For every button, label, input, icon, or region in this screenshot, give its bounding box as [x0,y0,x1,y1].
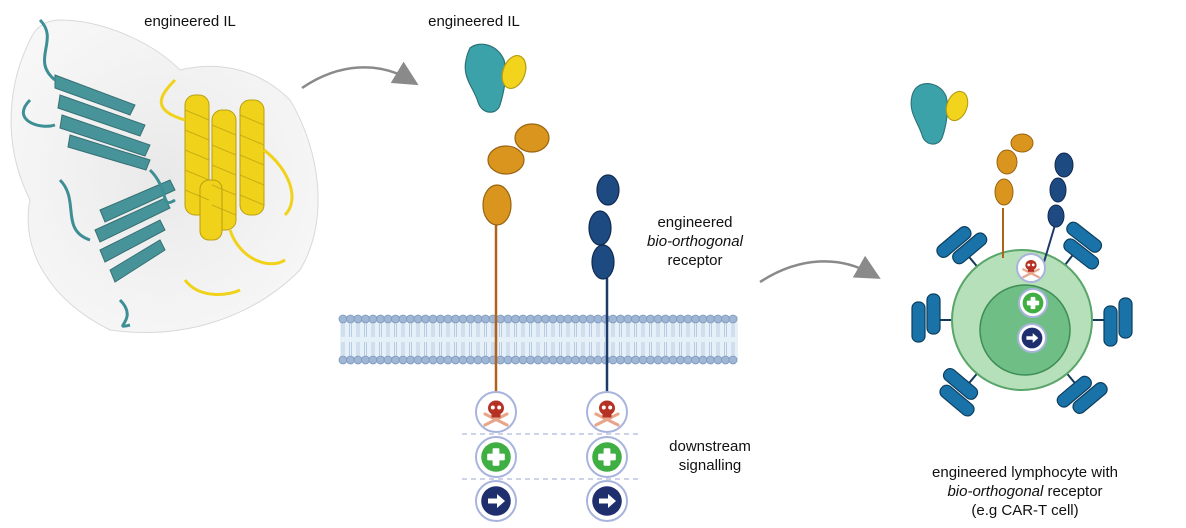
arrow-right-icon [586,480,628,522]
cell-membrane [338,314,738,365]
arrow-right-icon [1017,323,1047,353]
engineered-il-ligand [464,43,527,113]
car-receptor [1056,372,1108,414]
skull-crossbones-icon [586,391,628,433]
plus-icon [475,436,517,478]
cell-label: engineered lymphocyte with bio-orthogona… [932,464,1118,519]
car-receptor [1092,297,1133,347]
protein-title: engineered IL [144,13,236,30]
car-receptor [939,367,979,417]
skull-crossbones-icon [475,391,517,433]
car-receptor [936,226,988,268]
plus-icon [1018,288,1048,318]
car-receptor [1063,221,1103,270]
curved-arrow-icon [301,61,419,90]
native-receptor-orange [482,123,550,392]
protein-structure [10,18,319,333]
receptor-label: engineered bio-orthogonal receptor [647,214,743,269]
signalling-label: downstream signalling [669,438,751,474]
bio-orthogonal-receptor-navy [588,174,620,392]
lymphocyte-cell [910,83,1133,417]
skull-crossbones-icon [1016,253,1046,283]
plus-icon [586,436,628,478]
ligand-title: engineered IL [428,13,520,30]
arrow-right-icon [475,480,517,522]
curved-arrow-icon [759,255,881,284]
car-receptor [911,293,952,343]
